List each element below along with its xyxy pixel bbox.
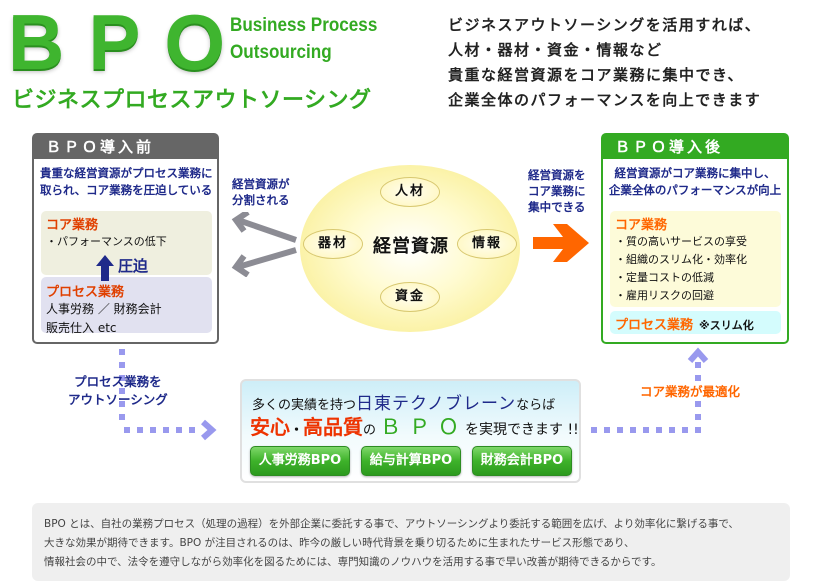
bpo-label: ＢＰＯ bbox=[380, 415, 468, 439]
before-bpo-panel: ＢＰＯ導入前 貴重な経営資源がプロセス業務に 取られ、コア業務を圧迫している コ… bbox=[32, 133, 219, 344]
english-title-line-2: Outsourcing bbox=[230, 42, 332, 63]
promo-prefix: 多くの実績を持つ bbox=[252, 398, 357, 413]
process-business-title: プロセス業務 bbox=[615, 318, 694, 333]
description-line: 貴重な経営資源がプロセス業務に bbox=[40, 166, 213, 180]
resource-information: 情報 bbox=[457, 229, 517, 259]
split-label-line: 分割される bbox=[232, 193, 290, 207]
intro-line: ビジネスアウトソーシングを活用すれば、 bbox=[448, 16, 762, 34]
intro-line: 人材・器材・資金・情報など bbox=[448, 41, 663, 59]
description-line: 取られ、コア業務を圧迫している bbox=[40, 183, 213, 197]
bpo-explanation: BPO とは、自社の業務プロセス（処理の過程）を外部企業に委託する事で、アウトソ… bbox=[32, 503, 790, 581]
after-panel-title: ＢＰＯ導入後 bbox=[603, 135, 787, 159]
promo-suffix: ならば bbox=[516, 398, 556, 413]
separator: ・ bbox=[290, 423, 304, 438]
resource-funds: 資金 bbox=[380, 282, 440, 312]
management-resources-label: 経営資源 bbox=[373, 236, 449, 257]
orange-right-arrow-icon bbox=[533, 224, 589, 262]
intro-line: 企業全体のパフォーマンスを向上できます bbox=[448, 91, 762, 109]
description-line: 経営資源がコア業務に集中し、 bbox=[614, 166, 776, 180]
outsource-label-line: アウトソーシング bbox=[68, 392, 168, 407]
process-business-title: プロセス業務 bbox=[46, 285, 125, 300]
slim-note: ※スリム化 bbox=[699, 319, 754, 332]
process-business-item: 販売仕入 etc bbox=[46, 321, 117, 335]
intro-line: 貴重な経営資源をコア業務に集中でき、 bbox=[448, 66, 744, 84]
katakana-title: ビジネスプロセスアウトソーシング bbox=[12, 88, 372, 113]
pressure-label: 圧迫 bbox=[118, 257, 149, 275]
focus-label-line: コア業務に bbox=[528, 184, 586, 198]
process-business-item: 人事労務 ／ 財務会計 bbox=[46, 302, 162, 316]
pressure-up-arrow-icon bbox=[96, 255, 114, 281]
promo-line-2-suffix: を実現できます !! bbox=[465, 422, 579, 438]
core-business-item: ・定量コストの低減 bbox=[615, 271, 714, 284]
before-core-business-box: コア業務 ・パフォーマンスの低下 bbox=[41, 211, 212, 275]
before-panel-title: ＢＰＯ導入前 bbox=[34, 135, 217, 159]
description-line: 企業全体のパフォーマンスが向上 bbox=[608, 183, 782, 197]
english-title: Business Process Outsourcing bbox=[230, 12, 377, 66]
focus-label-line: 経営資源を bbox=[528, 168, 586, 182]
focus-label: 経営資源を コア業務に 集中できる bbox=[528, 167, 586, 215]
resource-people: 人材 bbox=[380, 177, 440, 207]
promo-line-1: 多くの実績を持つ日東テクノブレーンならば bbox=[252, 389, 555, 414]
after-panel-description: 経営資源がコア業務に集中し、 企業全体のパフォーマンスが向上 bbox=[603, 159, 787, 199]
split-label-line: 経営資源が bbox=[232, 177, 290, 191]
core-optimized-label: コア業務が最適化 bbox=[640, 384, 741, 399]
bpo-logo: BPO bbox=[8, 0, 250, 86]
outsource-label-line: プロセス業務を bbox=[74, 374, 162, 389]
resource-equipment: 器材 bbox=[303, 229, 363, 259]
core-business-item: ・雇用リスクの回避 bbox=[615, 289, 714, 302]
process-business-row: プロセス業務 ※スリム化 bbox=[610, 311, 781, 333]
company-name: 日東テクノブレーン bbox=[356, 394, 517, 414]
core-business-item: ・パフォーマンスの低下 bbox=[46, 235, 167, 248]
payroll-bpo-button[interactable]: 給与計算BPO bbox=[361, 446, 461, 476]
focus-label-line: 集中できる bbox=[528, 200, 586, 214]
explanation-line: BPO とは、自社の業務プロセス（処理の過程）を外部企業に委託する事で、アウトソ… bbox=[44, 518, 739, 530]
explanation-line: 大きな効果が期待できます。BPO が注目されるのは、昨今の厳しい時代背景を乗り切… bbox=[44, 537, 635, 549]
safe-label: 安心 bbox=[250, 415, 290, 439]
core-business-title: コア業務 bbox=[615, 218, 668, 233]
core-business-item: ・質の高いサービスの享受 bbox=[615, 235, 747, 248]
after-core-business-box: コア業務 ・質の高いサービスの享受 ・組織のスリム化・効率化 ・定量コストの低減… bbox=[610, 211, 781, 307]
outsource-label: プロセス業務を アウトソーシング bbox=[68, 373, 168, 409]
financial-accounting-bpo-button[interactable]: 財務会計BPO bbox=[472, 446, 572, 476]
split-label: 経営資源が 分割される bbox=[232, 176, 290, 208]
explanation-line: 情報社会の中で、法令を遵守しながら効率化を図るためには、専門知識のノウハウを活用… bbox=[44, 556, 662, 568]
split-arrows-icon bbox=[231, 212, 297, 277]
before-panel-description: 貴重な経営資源がプロセス業務に 取られ、コア業務を圧迫している bbox=[34, 159, 217, 199]
hr-labor-bpo-button[interactable]: 人事労務BPO bbox=[250, 446, 350, 476]
quality-label: 高品質 bbox=[303, 415, 364, 439]
core-business-title: コア業務 bbox=[46, 218, 99, 233]
intro-text: ビジネスアウトソーシングを活用すれば、 人材・器材・資金・情報など 貴重な経営資… bbox=[448, 13, 761, 113]
management-resources-diagram: 人材 器材 情報 資金 経営資源 bbox=[300, 165, 520, 332]
after-bpo-panel: ＢＰＯ導入後 経営資源がコア業務に集中し、 企業全体のパフォーマンスが向上 コア… bbox=[601, 133, 789, 344]
particle: の bbox=[363, 423, 377, 438]
core-business-item: ・組織のスリム化・効率化 bbox=[615, 253, 747, 266]
after-process-business-box: プロセス業務 ※スリム化 bbox=[610, 311, 781, 334]
before-process-business-box: プロセス業務 人事労務 ／ 財務会計 販売仕入 etc bbox=[41, 277, 212, 335]
english-title-line-1: Business Process bbox=[230, 15, 378, 36]
